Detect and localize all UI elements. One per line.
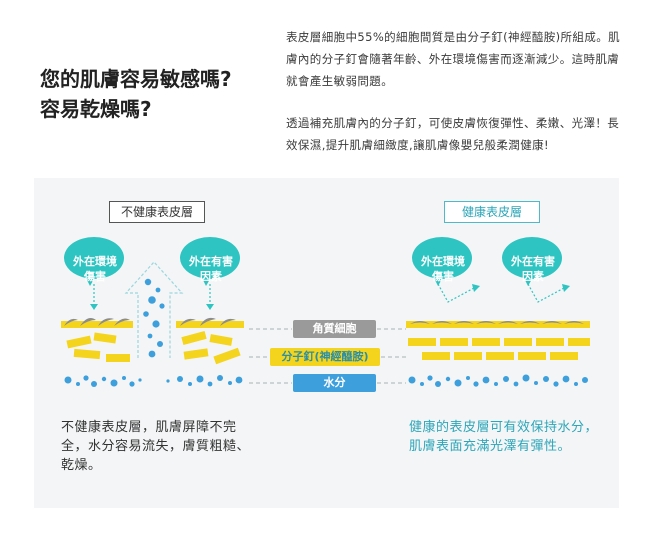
bubble-env-left	[64, 237, 124, 286]
intro-text: 表皮層細胞中55%的細胞間質是由分子釘(神經醯胺)所組成。肌膚內的分子釘會隨著年…	[286, 26, 626, 176]
damaged-horny-cells	[64, 317, 236, 326]
headline: 您的肌膚容易敏感嗎? 容易乾燥嗎?	[40, 64, 232, 124]
bubble-harm-left-text: 外在有害 因素	[189, 255, 233, 283]
intro-paragraph-2: 透過補充肌膚內的分子釘，可使皮膚恢復彈性、柔嫩、光澤！長效保濕,提升肌膚細緻度,…	[286, 116, 620, 152]
bubble-env-right	[412, 237, 472, 286]
water-loss-arrow	[124, 261, 184, 358]
headline-line-2: 容易乾燥嗎?	[40, 97, 152, 121]
skin-diagram	[61, 237, 590, 387]
healthy-epidermis-label: 健康表皮層	[444, 201, 540, 223]
intro-paragraph-1: 表皮層細胞中55%的細胞間質是由分子釘(神經醯胺)所組成。肌膚內的分子釘會隨著年…	[286, 30, 621, 88]
bubble-harm-right	[502, 237, 562, 286]
healthy-horny-cells	[410, 321, 584, 324]
scattered-ceramide-bars	[66, 331, 241, 365]
water-tag: 水分	[293, 374, 376, 392]
water-dots-right	[408, 374, 588, 387]
horny-cell-tag: 角質細胞	[293, 320, 376, 338]
unhealthy-epidermis-label: 不健康表皮層	[109, 201, 205, 223]
healthy-caption: 健康的表皮層可有效保持水分，肌膚表面充滿光澤有彈性。	[409, 420, 599, 454]
headline-line-1: 您的肌膚容易敏感嗎?	[40, 67, 232, 91]
bubble-harm-right-text: 外在有害 因素	[511, 255, 555, 283]
skin-comparison-panel: 不健康表皮層 健康表皮層 外在環境 傷害 外在有害 因素 外在環境 傷害 外在有…	[34, 178, 619, 508]
bubble-harm-left	[180, 237, 240, 286]
bubble-env-right-text: 外在環境 傷害	[421, 255, 465, 283]
unhealthy-caption: 不健康表皮層，肌膚屏障不完全，水分容易流失，膚質粗糙、乾燥。	[61, 420, 251, 473]
ordered-ceramide-bars	[408, 338, 590, 360]
water-droplets-rising	[143, 278, 165, 358]
water-dots-left	[64, 375, 243, 387]
bubble-env-left-text: 外在環境 傷害	[73, 255, 117, 283]
ceramide-tag: 分子釘(神經醯胺)	[270, 348, 380, 366]
